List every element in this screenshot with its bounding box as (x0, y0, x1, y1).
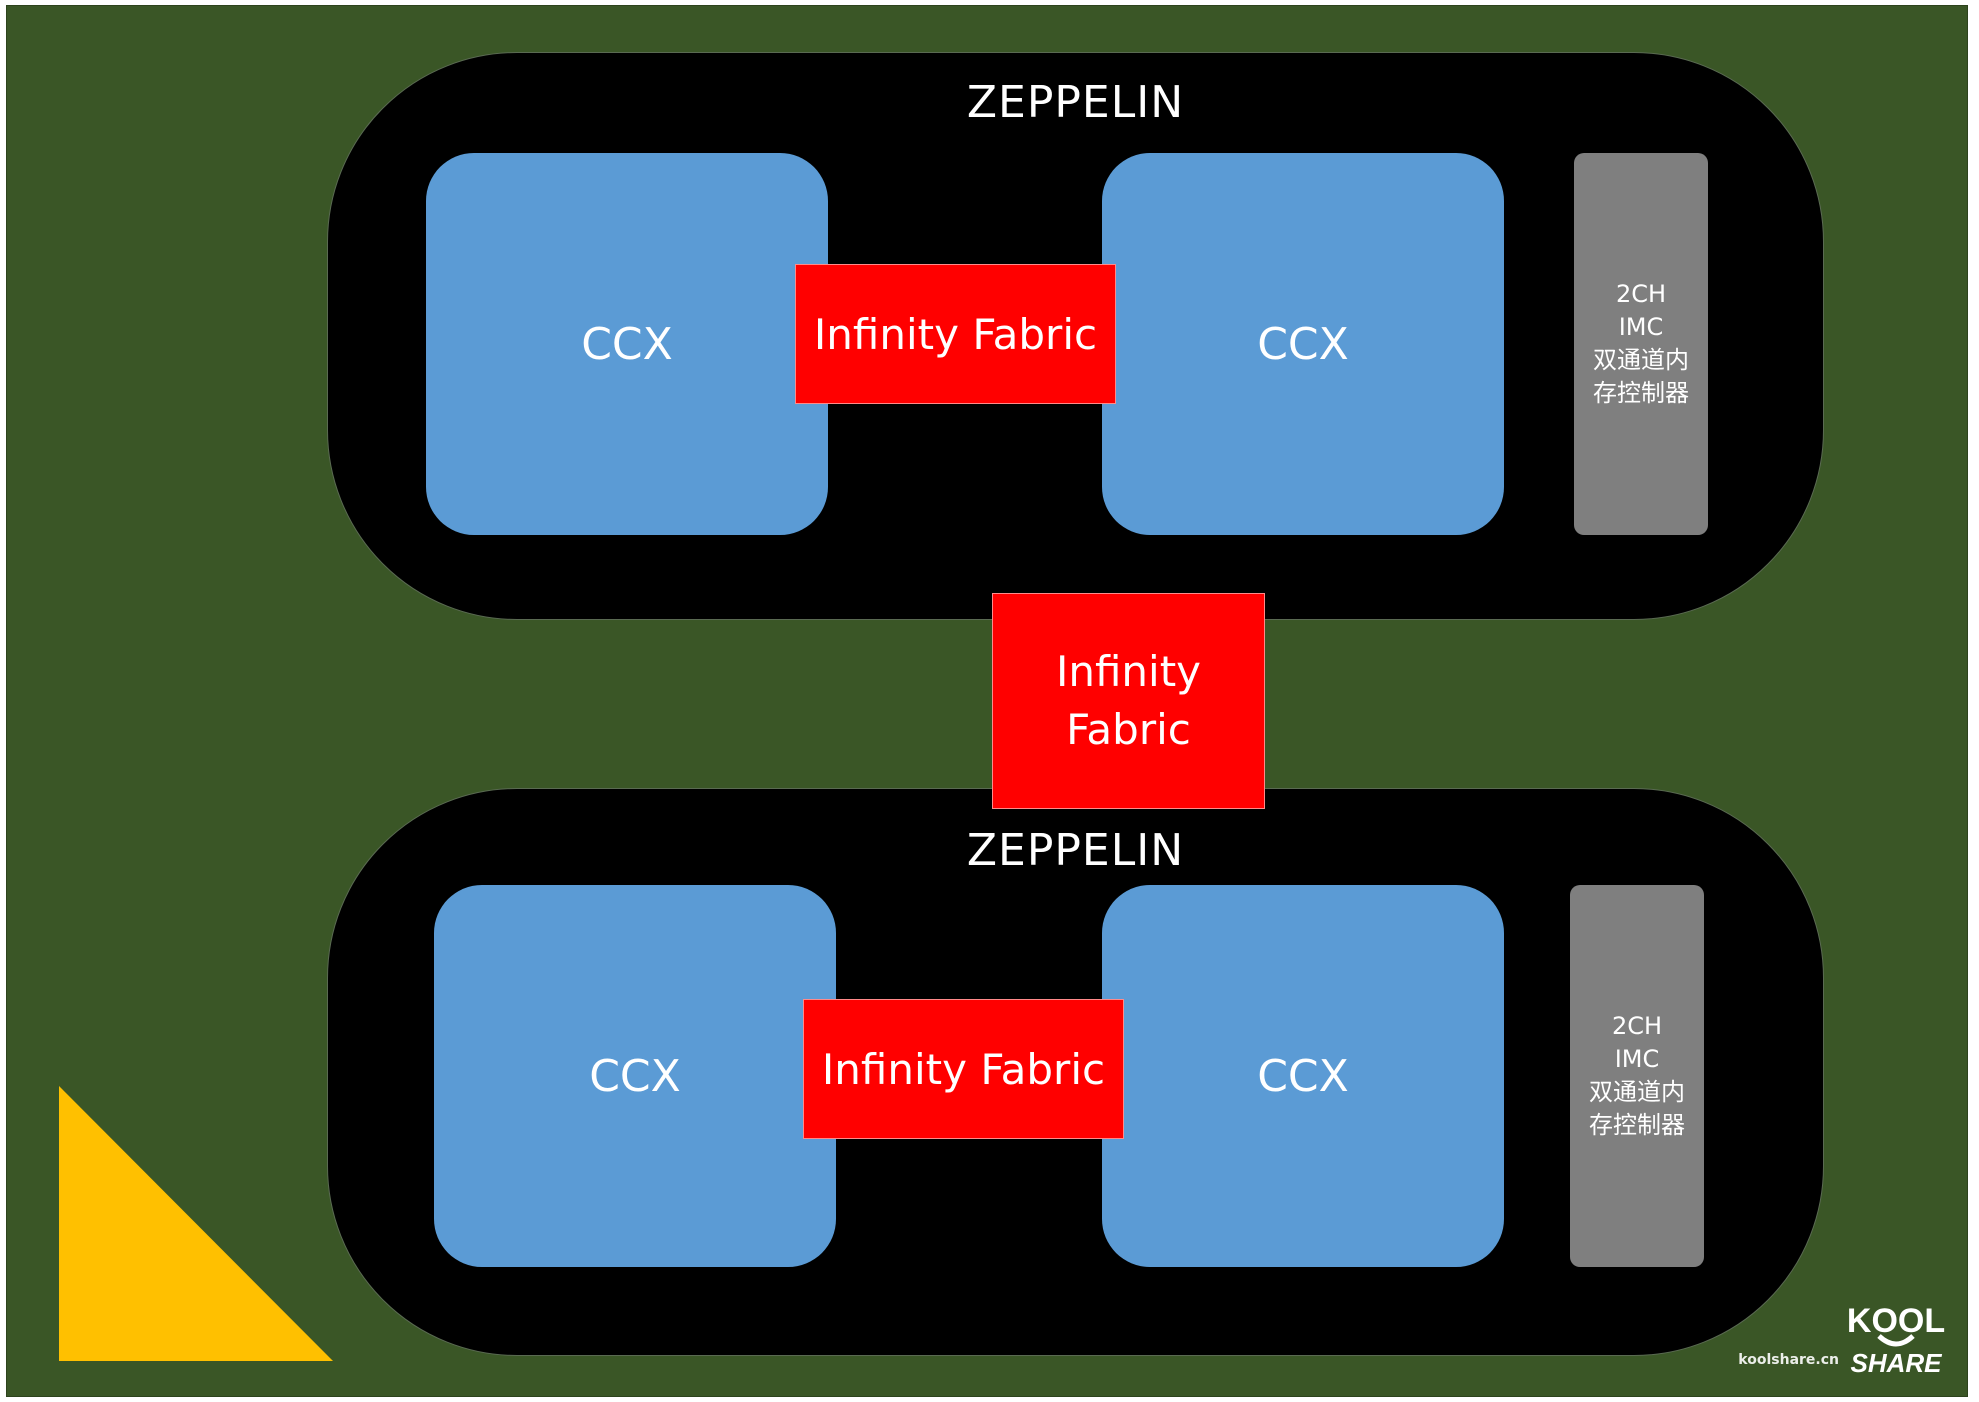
zeppelin-die-top: ZEPPELIN CCX CCX 2CH IMC 双通道内 存控制器 (327, 52, 1824, 620)
ccx-label: CCX (1257, 318, 1349, 370)
koolshare-logo: KOOL SHARE (1847, 1302, 1945, 1378)
imc-line-3: 双通道内 (1589, 1078, 1685, 1106)
imc-line-3: 双通道内 (1593, 346, 1689, 374)
fabric-label-line-1: Infinity (1055, 647, 1202, 696)
fabric-label: Infinity Fabric (813, 309, 1098, 359)
ccx-label: CCX (1257, 1050, 1349, 1102)
fabric-label: Infinity Fabric (821, 1044, 1106, 1094)
infinity-fabric-top: Infinity Fabric (795, 264, 1116, 404)
watermark: koolshare.cn KOOL SHARE (1738, 1296, 1945, 1378)
die-label-bottom: ZEPPELIN (966, 825, 1185, 876)
watermark-url: koolshare.cn (1738, 1352, 1839, 1368)
ccx-label: CCX (589, 1050, 681, 1102)
ccx-bottom-left: CCX (434, 885, 836, 1267)
pin1-triangle-marker (59, 1086, 333, 1361)
imc-top: 2CH IMC 双通道内 存控制器 (1574, 153, 1708, 535)
ccx-bottom-right: CCX (1102, 885, 1504, 1267)
imc-line-1: 2CH (1611, 1012, 1663, 1040)
ccx-top-left: CCX (426, 153, 828, 535)
imc-line-2: IMC (1614, 1045, 1660, 1073)
fabric-label-line-2: Fabric (1066, 705, 1191, 754)
package-substrate: ZEPPELIN CCX CCX 2CH IMC 双通道内 存控制器 ZEPPE… (6, 5, 1968, 1397)
imc-line-2: IMC (1618, 313, 1664, 341)
logo-text-bottom: SHARE (1850, 1348, 1942, 1378)
ccx-label: CCX (581, 318, 673, 370)
infinity-fabric-bottom: Infinity Fabric (803, 999, 1124, 1139)
die-label-top: ZEPPELIN (966, 77, 1185, 128)
imc-bottom: 2CH IMC 双通道内 存控制器 (1570, 885, 1704, 1267)
imc-line-1: 2CH (1615, 280, 1667, 308)
imc-line-4: 存控制器 (1589, 1111, 1685, 1139)
imc-line-4: 存控制器 (1593, 379, 1689, 407)
zeppelin-die-bottom: ZEPPELIN CCX CCX 2CH IMC 双通道内 存控制器 (327, 788, 1824, 1356)
infinity-fabric-die-to-die: Infinity Fabric (992, 593, 1265, 809)
logo-text-top: KOOL (1847, 1302, 1945, 1340)
ccx-top-right: CCX (1102, 153, 1504, 535)
